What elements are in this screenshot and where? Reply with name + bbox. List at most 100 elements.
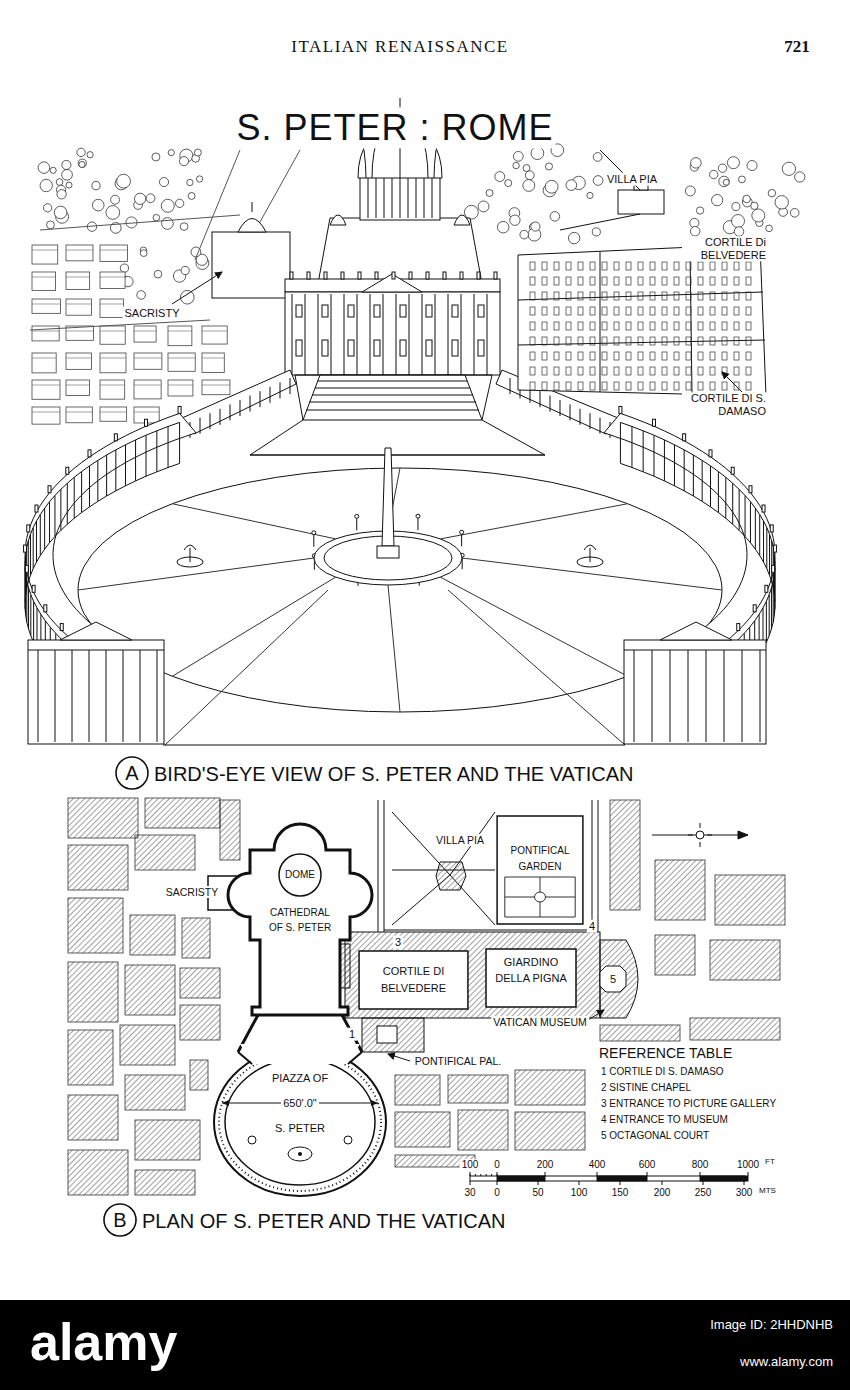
birds-eye-view-part-part: [566, 367, 571, 375]
birds-eye-view-part-part: [614, 352, 619, 360]
birds-eye-view-part-part: [686, 367, 691, 375]
site-plan-part-part: [220, 800, 240, 860]
birds-eye-view-part-part: [686, 322, 691, 330]
tree-cluster-part: [592, 228, 600, 236]
birds-eye-view-part-part: [670, 650, 671, 742]
birds-eye-view-part-part: [650, 382, 655, 390]
birds-eye-view-part-part: [554, 307, 559, 315]
birds-eye-view-part-part: [355, 514, 359, 518]
birds-eye-view-part-part: [409, 272, 412, 279]
town-buildings-part: [134, 412, 159, 413]
birds-eye-view-part-part: [590, 292, 595, 300]
birds-eye-view-part-part: [168, 426, 169, 467]
piazza-oval: PIAZZA OF650'.0"S. PETER: [210, 1040, 390, 1198]
tree-cluster-part: [495, 172, 505, 182]
town-buildings-part: [32, 385, 60, 386]
tree-cluster-part: [106, 206, 120, 220]
birds-eye-view-part-part: [662, 367, 667, 375]
birds-eye-view-part-part: [25, 565, 28, 572]
piazza-oval-outline-part: [214, 1048, 386, 1196]
tree-cluster-part: [196, 176, 202, 182]
site-plan-part-part: [497, 1176, 545, 1181]
table-row: 2 SISTINE CHAPEL: [599, 1082, 693, 1094]
tree-cluster-part: [154, 270, 162, 278]
birds-eye-view-part-part: [348, 340, 354, 356]
tree-cluster-part: [92, 199, 104, 211]
birds-eye-view-part-part: [590, 277, 595, 285]
birds-eye-view-part-part: [626, 307, 631, 315]
birds-eye-view-part-part: [614, 337, 619, 345]
birds-eye-view-part-part: [674, 277, 679, 285]
tree-cluster-part: [513, 151, 523, 161]
birds-eye-view-part-part: [530, 307, 535, 315]
site-plan-part-part: [647, 1172, 648, 1176]
town-buildings-part: [32, 250, 58, 251]
birds-eye-view-part: [306, 381, 479, 410]
birds-eye-view-part-part: [322, 340, 328, 356]
birds-eye-view-part: [303, 375, 482, 420]
birds-eye-view-part: [252, 202, 253, 212]
birds-eye-view-part-part: [602, 277, 607, 285]
birds-eye-view-part-part: [530, 382, 535, 390]
town-buildings-part: [100, 304, 123, 305]
tree-cluster-part: [47, 221, 55, 229]
birds-eye-view-part-part: [461, 534, 462, 546]
garden-court: GIARDINO DELLA PIGNA: [485, 948, 577, 1008]
birds-eye-view-part-part: [686, 277, 691, 285]
birds-eye-view-part-part: [602, 292, 607, 300]
garden-plot-outline-part: [497, 816, 583, 924]
birds-eye-view-part-part: [348, 305, 354, 317]
birds-eye-view-part-part: [734, 367, 739, 375]
tree-cluster-part: [690, 226, 700, 236]
tree-cluster-part: [168, 150, 174, 156]
birds-eye-view-part-part: [614, 382, 619, 390]
tree-cluster-part: [766, 225, 773, 232]
birds-eye-view-part-part: [78, 558, 314, 590]
birds-eye-view-part-part: [280, 382, 281, 398]
node-text: S. PETER: [273, 1116, 327, 1141]
birds-eye-view-part-part: [36, 521, 37, 562]
piazza-oval-outline-part: [288, 1147, 312, 1161]
tree-cluster: [116, 247, 209, 304]
town-buildings-part: [100, 245, 128, 261]
birds-eye-view-part-part: [638, 367, 643, 375]
birds-eye-view-part-part: [566, 352, 571, 360]
birds-eye-view-part-part: [753, 605, 756, 612]
birds-eye-view-part: [624, 640, 766, 744]
birds-eye-view-part-part: [698, 367, 703, 375]
birds-eye-view-part-part: [614, 367, 619, 375]
courtyard-outline-part: [359, 951, 468, 1009]
site-plan-part-part: [748, 1172, 749, 1176]
birds-eye-view-part-part: [542, 322, 547, 330]
birds-eye-view-part-part: [461, 294, 462, 375]
birds-eye-view-part-part: [769, 534, 770, 575]
birds-eye-view-part-part: [602, 322, 607, 330]
site-plan-part-part: [135, 835, 195, 870]
birds-eye-view-part: [28, 650, 766, 742]
town-buildings-part: [32, 380, 60, 399]
site-plan-part: [696, 831, 704, 839]
birds-eye-view-part-part: [578, 307, 583, 315]
town-buildings-part: [168, 331, 192, 332]
birds-eye-view-part-part: [554, 382, 559, 390]
site-plan-part: [104, 1204, 136, 1236]
tree-cluster-part: [513, 162, 519, 168]
birds-eye-view-part-part: [60, 624, 63, 631]
birds-eye-view-part-part: [765, 585, 768, 592]
birds-eye-view-part-part: [600, 418, 601, 434]
tree-cluster-part: [768, 189, 775, 196]
tree-cluster-part: [710, 170, 718, 178]
birds-eye-view-part-part: [614, 292, 619, 300]
site-plan-part-part: [744, 1181, 745, 1185]
birds-eye-view-part-part: [554, 337, 559, 345]
birds-eye-view-part-part: [674, 262, 679, 270]
birds-eye-view-part-part: [478, 305, 484, 317]
tree-cluster-part: [161, 199, 174, 212]
town-buildings-part: [100, 358, 126, 359]
birds-eye-view-part: [238, 219, 266, 233]
birds-eye-view-part-part: [746, 352, 751, 360]
birds-eye-view-part-part: [566, 337, 571, 345]
birds-eye-view-part-part: [30, 595, 31, 636]
birds-eye-view-part-part: [97, 460, 98, 501]
birds-eye-view-part-part: [734, 337, 739, 345]
